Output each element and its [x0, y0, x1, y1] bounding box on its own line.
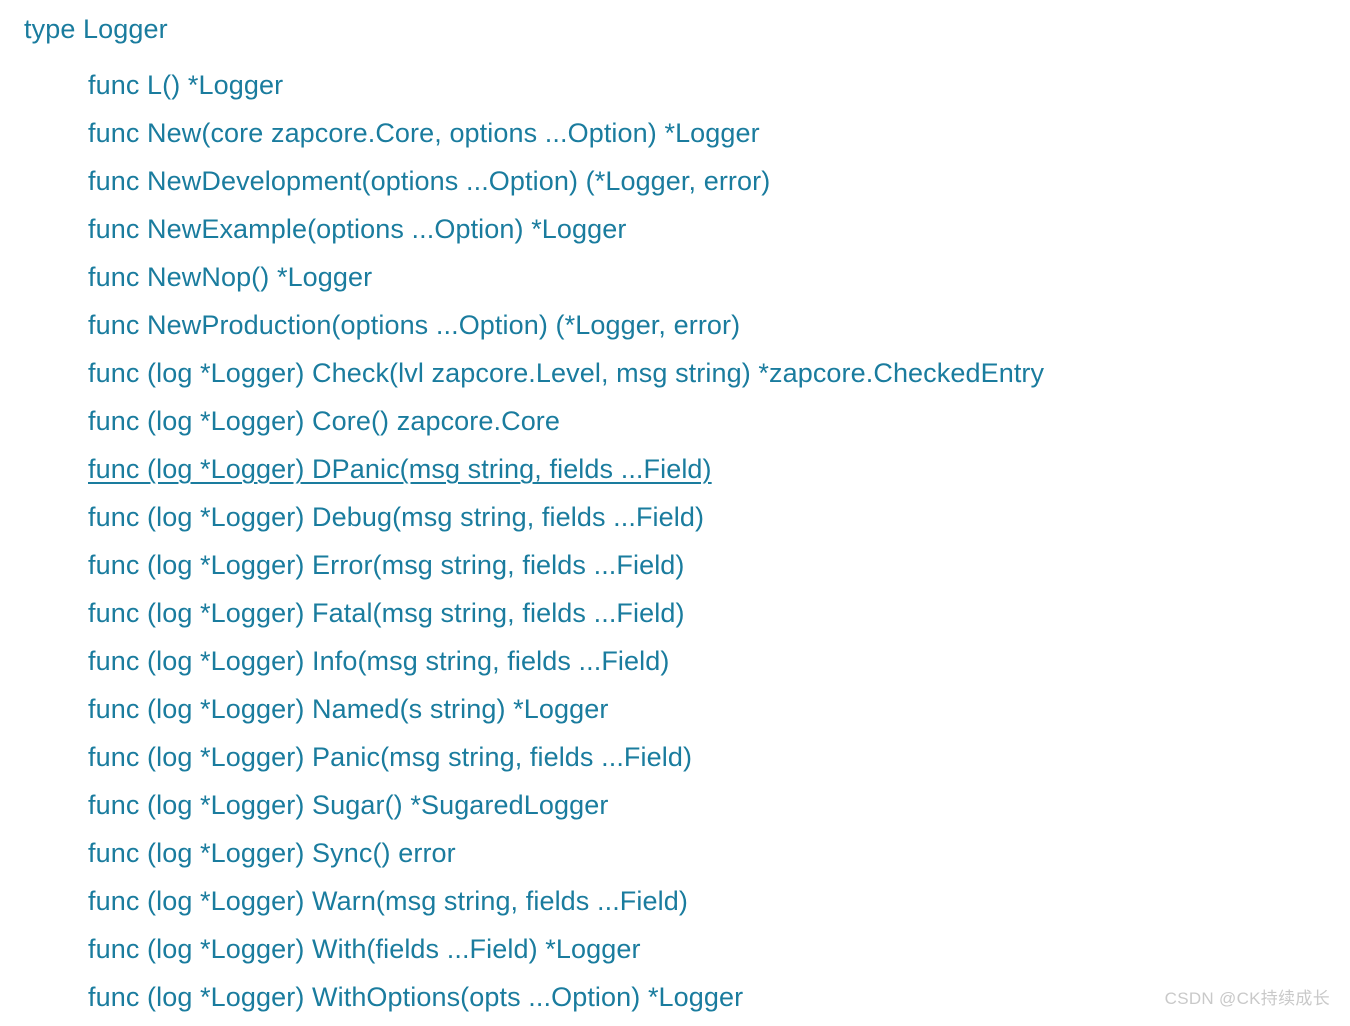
type-declaration-heading: type Logger [24, 14, 168, 44]
list-item: func (log *Logger) Debug(msg string, fie… [88, 493, 1328, 541]
function-signature-link[interactable]: func (log *Logger) Debug(msg string, fie… [88, 502, 705, 532]
function-signature-link[interactable]: func (log *Logger) Fatal(msg string, fie… [88, 598, 685, 628]
list-item: func (log *Logger) Named(s string) *Logg… [88, 685, 1328, 733]
list-item: func New(core zapcore.Core, options ...O… [88, 109, 1328, 157]
function-signature-link[interactable]: func New(core zapcore.Core, options ...O… [88, 118, 760, 148]
list-item: func L() *Logger [88, 61, 1328, 109]
function-signature-link[interactable]: func L() *Logger [88, 70, 284, 100]
list-item: func (log *Logger) Sync() error [88, 829, 1328, 877]
list-item: func NewExample(options ...Option) *Logg… [88, 205, 1328, 253]
list-item: func (log *Logger) Info(msg string, fiel… [88, 637, 1328, 685]
list-item: func (log *Logger) Fatal(msg string, fie… [88, 589, 1328, 637]
list-item: func NewNop() *Logger [88, 253, 1328, 301]
list-item: func (log *Logger) With(fields ...Field)… [88, 925, 1328, 973]
function-signature-link[interactable]: func (log *Logger) Panic(msg string, fie… [88, 742, 693, 772]
list-item: func (log *Logger) Sugar() *SugaredLogge… [88, 781, 1328, 829]
function-signature-link[interactable]: func (log *Logger) Error(msg string, fie… [88, 550, 685, 580]
list-item: func (log *Logger) Error(msg string, fie… [88, 541, 1328, 589]
function-signature-link[interactable]: func (log *Logger) Info(msg string, fiel… [88, 646, 670, 676]
list-item: func (log *Logger) Panic(msg string, fie… [88, 733, 1328, 781]
function-signature-link[interactable]: func (log *Logger) DPanic(msg string, fi… [88, 454, 712, 484]
function-signature-link[interactable]: func (log *Logger) Check(lvl zapcore.Lev… [88, 358, 1045, 388]
list-item: func (log *Logger) Core() zapcore.Core [88, 397, 1328, 445]
function-signature-link[interactable]: func (log *Logger) Core() zapcore.Core [88, 406, 561, 436]
function-signature-link[interactable]: func (log *Logger) With(fields ...Field)… [88, 934, 641, 964]
function-signature-link[interactable]: func (log *Logger) WithOptions(opts ...O… [88, 982, 744, 1012]
function-signature-link[interactable]: func NewNop() *Logger [88, 262, 373, 292]
function-signature-link[interactable]: func NewProduction(options ...Option) (*… [88, 310, 741, 340]
list-item: func (log *Logger) DPanic(msg string, fi… [88, 445, 1328, 493]
list-item: func NewDevelopment(options ...Option) (… [88, 157, 1328, 205]
function-signature-link[interactable]: func (log *Logger) Sugar() *SugaredLogge… [88, 790, 609, 820]
function-signature-link[interactable]: func (log *Logger) Sync() error [88, 838, 456, 868]
csdn-watermark: CSDN @CK持续成长 [1164, 989, 1330, 1008]
list-item: func (log *Logger) Check(lvl zapcore.Lev… [88, 349, 1328, 397]
function-signature-link[interactable]: func NewDevelopment(options ...Option) (… [88, 166, 771, 196]
function-signature-link[interactable]: func (log *Logger) Warn(msg string, fiel… [88, 886, 688, 916]
function-signature-link[interactable]: func NewExample(options ...Option) *Logg… [88, 214, 627, 244]
list-item: func (log *Logger) Warn(msg string, fiel… [88, 877, 1328, 925]
list-item: func NewProduction(options ...Option) (*… [88, 301, 1328, 349]
function-signature-link[interactable]: func (log *Logger) Named(s string) *Logg… [88, 694, 609, 724]
function-signature-list: func L() *Logger func New(core zapcore.Co… [88, 61, 1328, 1021]
list-item: func (log *Logger) WithOptions(opts ...O… [88, 973, 1328, 1021]
